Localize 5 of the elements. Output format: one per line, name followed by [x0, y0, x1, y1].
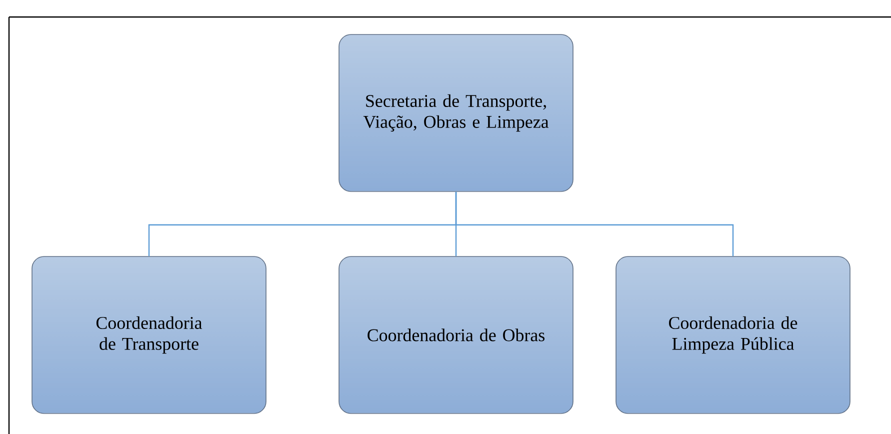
connector [455, 192, 734, 256]
org-box: Secretaria de Transporte, Viação, Obras e Limpeza [338, 34, 574, 192]
org-box: Coordenadoria de Transporte [32, 256, 266, 414]
org-box: Coordenadoria de Obras [338, 256, 574, 414]
org-box: Coordenadoria de Limpeza Pública [616, 256, 850, 414]
